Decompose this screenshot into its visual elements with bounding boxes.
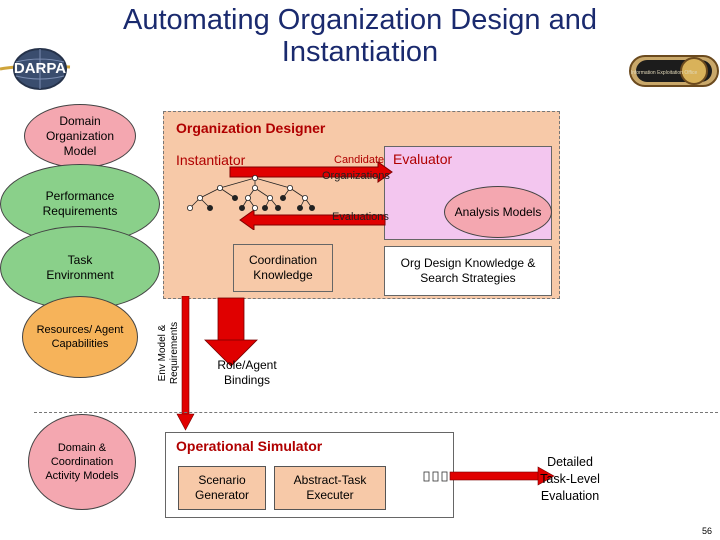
env-model-line-1: Env Model & [157, 324, 168, 382]
evaluations-label: Evaluations [332, 211, 389, 223]
flow-arrows-svg [176, 296, 258, 431]
ixo-logo-text: Information Exploitation Office [631, 70, 698, 76]
operational-simulator-title: Operational Simulator [176, 438, 323, 454]
domain-coordination-models-ellipse: Domain & Coordination Activity Models [28, 414, 136, 510]
resources-capabilities-ellipse: Resources/ Agent Capabilities [22, 296, 138, 378]
task-environment-label: Task Environment [46, 253, 114, 282]
scenario-generator-box: Scenario Generator [178, 466, 266, 510]
coordination-knowledge-label: Coordination Knowledge [248, 253, 318, 282]
analysis-models-ellipse: Analysis Models [444, 186, 552, 238]
domain-organization-model-label: Domain Organization Model [45, 113, 115, 158]
detailed-evaluation-label: Detailed Task-Level Evaluation [540, 455, 600, 503]
ixo-logo: Information Exploitation Office [628, 50, 720, 94]
role-agent-bindings-label: Role/Agent Bindings [217, 358, 277, 387]
title-line-2: Instantiation [281, 36, 439, 68]
performance-requirements-label: Performance Requirements [42, 189, 118, 218]
section-divider [34, 412, 718, 413]
abstract-task-executer-label: Abstract-Task Executer [293, 473, 367, 502]
darpa-logo: DARPA [0, 40, 80, 98]
darpa-logo-text: DARPA [13, 60, 67, 77]
candidate-label: Candidate [334, 154, 385, 166]
output-squares [423, 471, 448, 482]
coordination-knowledge-box: Coordination Knowledge [233, 244, 333, 292]
domain-organization-model-ellipse: Domain Organization Model [24, 104, 136, 168]
role-bindings-arrow [204, 297, 258, 367]
evaluations-arrow [239, 209, 386, 230]
org-design-knowledge-box: Org Design Knowledge & Search Strategies [384, 246, 552, 296]
evaluator-label: Evaluator [393, 151, 453, 167]
env-model-arrow [176, 296, 195, 431]
evaluation-output-svg [423, 466, 555, 486]
resources-capabilities-label: Resources/ Agent Capabilities [36, 324, 124, 350]
title-line-1: Automating Organization Design and [123, 4, 597, 36]
instantiator-label: Instantiator [176, 152, 246, 168]
designer-diagram-svg [186, 161, 393, 230]
organization-designer-title: Organization Designer [176, 120, 326, 136]
detailed-evaluation-arrow [449, 466, 555, 486]
organizations-label: Organizations [322, 170, 390, 182]
page-number: 56 [701, 526, 712, 536]
analysis-models-label: Analysis Models [454, 204, 542, 219]
page-title: Automating Organization Design and Insta… [60, 4, 660, 68]
abstract-task-executer-box: Abstract-Task Executer [274, 466, 386, 510]
organization-tree [189, 177, 313, 209]
organization-tree-nodes [186, 174, 315, 212]
scenario-generator-label: Scenario Generator [194, 473, 250, 502]
org-design-knowledge-label: Org Design Knowledge & Search Strategies [400, 256, 536, 285]
domain-coordination-models-label: Domain & Coordination Activity Models [45, 442, 119, 482]
